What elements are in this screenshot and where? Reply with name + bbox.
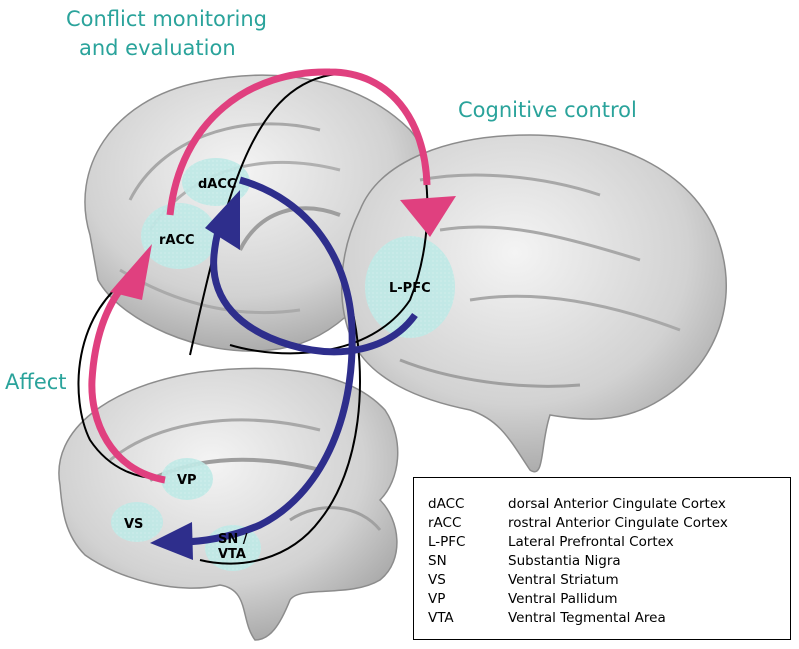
label-vp: VP bbox=[177, 473, 197, 488]
legend-row: SN Substantia Nigra bbox=[428, 552, 790, 571]
legend-abbr: SN bbox=[428, 552, 508, 571]
legend-full-name: dorsal Anterior Cingulate Cortex bbox=[508, 495, 790, 514]
heading-conflict-line2: and evaluation bbox=[79, 36, 236, 60]
legend-full-name: Ventral Tegmental Area bbox=[508, 609, 790, 628]
heading-cognitive-control: Cognitive control bbox=[458, 98, 637, 122]
legend-abbr: dACC bbox=[428, 495, 508, 514]
legend-row: dACC dorsal Anterior Cingulate Cortex bbox=[428, 495, 790, 514]
legend-row: VTA Ventral Tegmental Area bbox=[428, 609, 790, 628]
heading-conflict-line1: Conflict monitoring bbox=[66, 7, 267, 31]
legend-row: L-PFC Lateral Prefrontal Cortex bbox=[428, 533, 790, 552]
heading-affect: Affect bbox=[5, 370, 67, 394]
legend-row: rACC rostral Anterior Cingulate Cortex bbox=[428, 514, 790, 533]
label-sn: SN / bbox=[218, 532, 248, 547]
legend-full-name: Ventral Pallidum bbox=[508, 590, 790, 609]
legend-abbr: L-PFC bbox=[428, 533, 508, 552]
legend-full-name: Substantia Nigra bbox=[508, 552, 790, 571]
legend-abbr: VP bbox=[428, 590, 508, 609]
label-racc: rACC bbox=[159, 233, 195, 248]
label-vs: VS bbox=[124, 517, 143, 532]
legend-full-name: Ventral Striatum bbox=[508, 571, 790, 590]
legend-full-name: Lateral Prefrontal Cortex bbox=[508, 533, 790, 552]
abbreviation-legend: dACC dorsal Anterior Cingulate Cortex rA… bbox=[413, 477, 791, 640]
legend-abbr: rACC bbox=[428, 514, 508, 533]
legend-abbr: VS bbox=[428, 571, 508, 590]
label-dacc: dACC bbox=[198, 177, 236, 192]
legend-abbr: VTA bbox=[428, 609, 508, 628]
label-vta: VTA bbox=[218, 547, 246, 562]
legend-full-name: rostral Anterior Cingulate Cortex bbox=[508, 514, 790, 533]
legend-row: VS Ventral Striatum bbox=[428, 571, 790, 590]
legend-row: VP Ventral Pallidum bbox=[428, 590, 790, 609]
label-lpfc: L-PFC bbox=[389, 281, 431, 296]
